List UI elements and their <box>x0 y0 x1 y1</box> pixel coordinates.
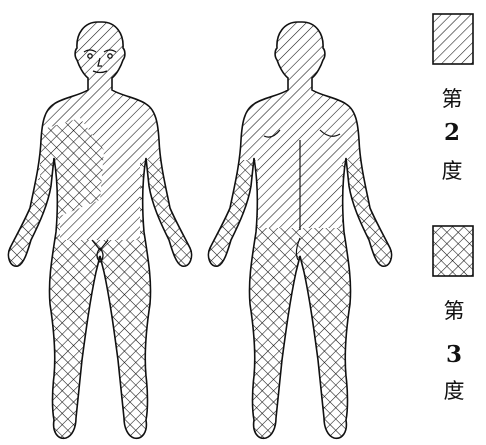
second-degree-label-number: 2 <box>444 119 460 146</box>
second-degree-label-bottom: 度 <box>442 159 463 183</box>
legend-item-third-degree: 第 3 度 <box>433 226 473 403</box>
back-figure <box>200 22 400 445</box>
second-degree-label-top: 第 <box>442 87 463 111</box>
legend-item-second-degree: 第 2 度 <box>433 14 473 183</box>
third-degree-label-number: 3 <box>446 341 462 368</box>
front-figure <box>0 22 200 445</box>
third-degree-label-top: 第 <box>444 299 465 323</box>
legend: 第 2 度 第 3 度 <box>433 14 473 403</box>
third-degree-swatch <box>433 226 473 276</box>
second-degree-swatch <box>433 14 473 64</box>
third-degree-label-bottom: 度 <box>444 379 465 403</box>
